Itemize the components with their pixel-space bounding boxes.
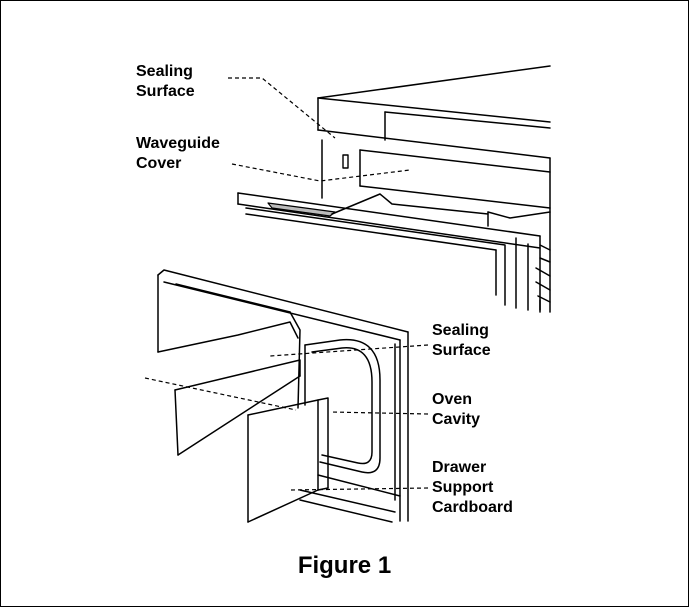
leader-oven-cavity: [329, 411, 429, 415]
drawer-door: [157, 269, 409, 523]
label-waveguide-cover: Waveguide Cover: [136, 135, 220, 172]
leader-right-sealing-surface: [269, 344, 429, 357]
label-sealing-surface-top: Sealing Surface: [136, 63, 195, 100]
leader-drawer-support-left: [144, 377, 297, 411]
waveguide-cover-slot: [342, 154, 349, 169]
label-sealing-surface-right: Sealing Surface: [432, 322, 491, 359]
label-drawer-support-cardboard: Drawer Support Cardboard: [432, 459, 513, 516]
leader-drawer-support-cardboard: [289, 487, 429, 491]
figure-caption: Figure 1: [297, 552, 392, 579]
leader-waveguide-cover: [231, 163, 411, 182]
leader-top-sealing-surface: [228, 77, 336, 139]
oven-cabinet: [317, 65, 551, 313]
label-oven-cavity: Oven Cavity: [432, 391, 481, 428]
door-frame: [237, 192, 541, 313]
leader-lines: [144, 77, 429, 491]
